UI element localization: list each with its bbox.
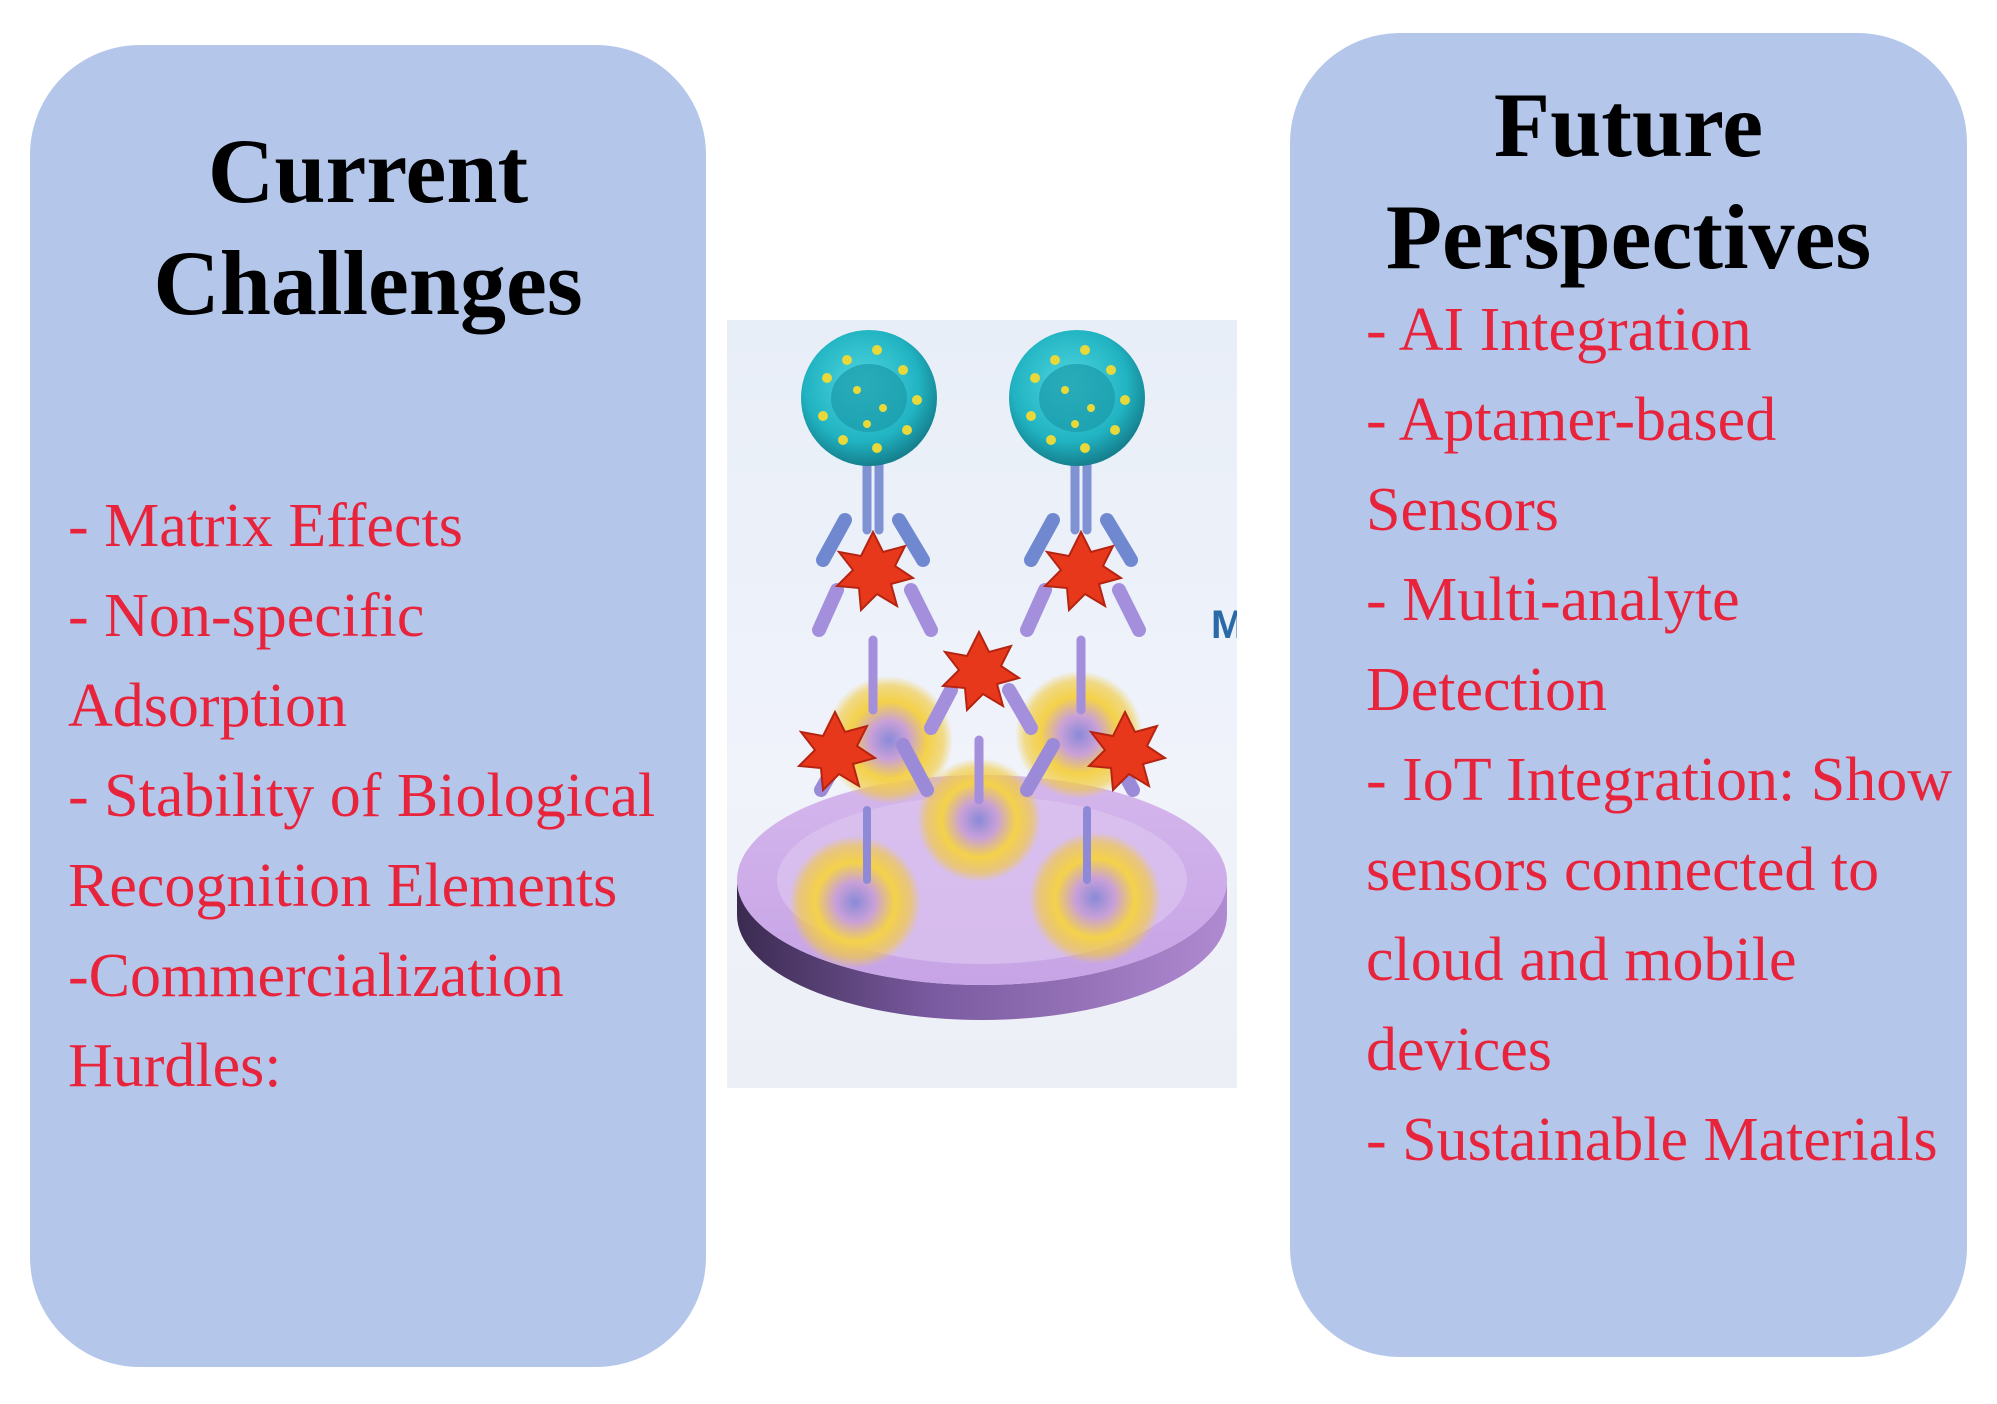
- title-line: Current: [207, 120, 529, 222]
- perspectives-list: - AI Integration - Aptamer-based Sensors…: [1366, 285, 1966, 1185]
- list-item: - Aptamer-based Sensors: [1366, 386, 1777, 544]
- future-perspectives-panel: Future Perspectives - AI Integration - A…: [1290, 33, 1967, 1357]
- challenges-list: - Matrix Effects - Non-specific Adsorpti…: [68, 481, 708, 1111]
- biosensor-drawing: M: [737, 330, 1237, 1020]
- list-item: -Commercialization Hurdles:: [68, 942, 564, 1100]
- list-item: - Matrix Effects: [68, 492, 463, 560]
- future-perspectives-title: Future Perspectives: [1290, 69, 1967, 293]
- current-challenges-panel: Current Challenges - Matrix Effects - No…: [30, 45, 706, 1367]
- title-line: Perspectives: [1385, 186, 1872, 288]
- biosensor-illustration: M: [727, 320, 1237, 1088]
- list-item: - Sustainable Materials: [1366, 1106, 1938, 1174]
- list-item: - IoT Integration: Show sensors connecte…: [1366, 746, 1953, 1084]
- current-challenges-title: Current Challenges: [30, 115, 706, 339]
- nanoparticle-cluster: [789, 671, 1161, 968]
- title-line: Future: [1493, 74, 1764, 176]
- list-item: - Multi-analyte Detection: [1366, 566, 1740, 724]
- cropped-label: M: [1211, 603, 1237, 647]
- title-line: Challenges: [153, 232, 583, 334]
- list-item: - Non-specific Adsorption: [68, 582, 425, 740]
- list-item: - AI Integration: [1366, 296, 1752, 364]
- list-item: - Stability of Biological Recognition El…: [68, 762, 656, 920]
- capture-spheres: [801, 330, 1145, 466]
- antigen-stars: [796, 529, 1168, 793]
